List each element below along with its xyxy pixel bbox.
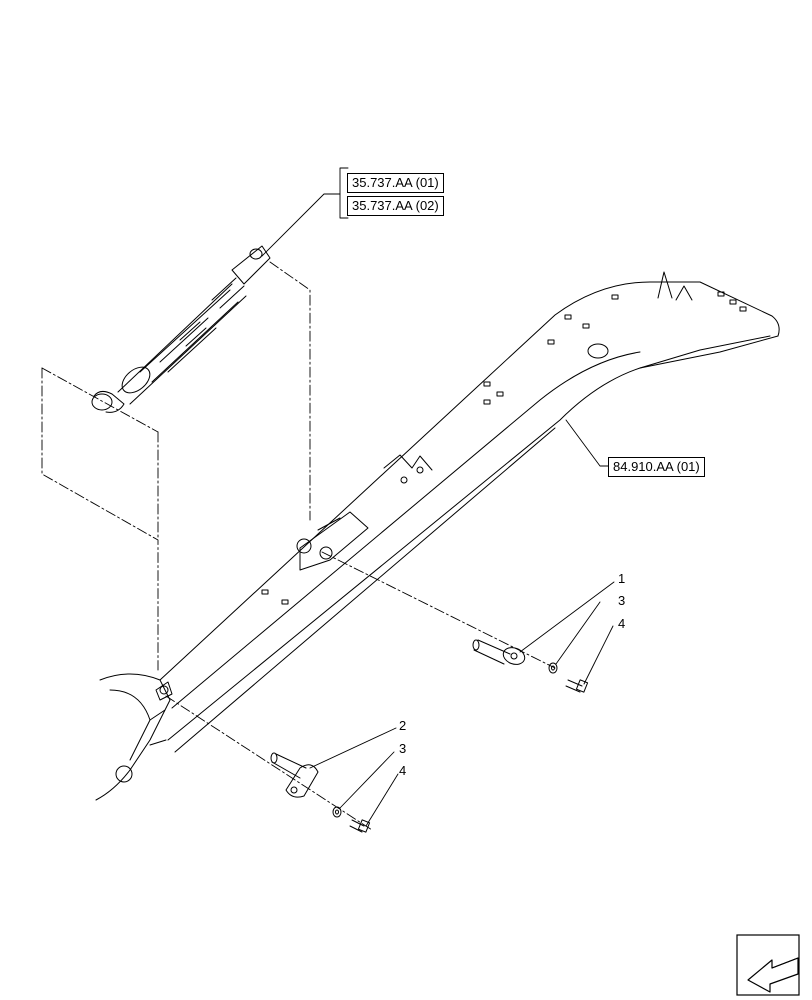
callout-washer-3-lower: 3	[399, 741, 407, 756]
callout-bolt-4-upper: 4	[618, 616, 626, 631]
bolt-4-upper	[565, 679, 589, 693]
boom	[95, 271, 780, 801]
reference-cylinder-1[interactable]: 35.737.AA (01)	[347, 173, 444, 193]
pin-2	[270, 752, 319, 798]
callout-washer-3-upper: 3	[618, 593, 626, 608]
reference-boom[interactable]: 84.910.AA (01)	[608, 457, 705, 477]
reference-cylinder-2[interactable]: 35.737.AA (02)	[347, 196, 444, 216]
bolt-4-lower	[349, 819, 371, 833]
leader-lines	[261, 167, 615, 827]
callout-pin-2: 2	[399, 718, 407, 733]
hydraulic-cylinder	[91, 245, 271, 413]
callout-bolt-4-lower: 4	[399, 763, 407, 778]
arrow-back-icon[interactable]	[736, 934, 800, 996]
phantom-lines	[41, 261, 556, 831]
callout-pin-1: 1	[618, 571, 626, 586]
pin-1	[472, 639, 526, 665]
washer-3-lower	[332, 806, 342, 818]
washer-3-upper	[548, 662, 558, 674]
